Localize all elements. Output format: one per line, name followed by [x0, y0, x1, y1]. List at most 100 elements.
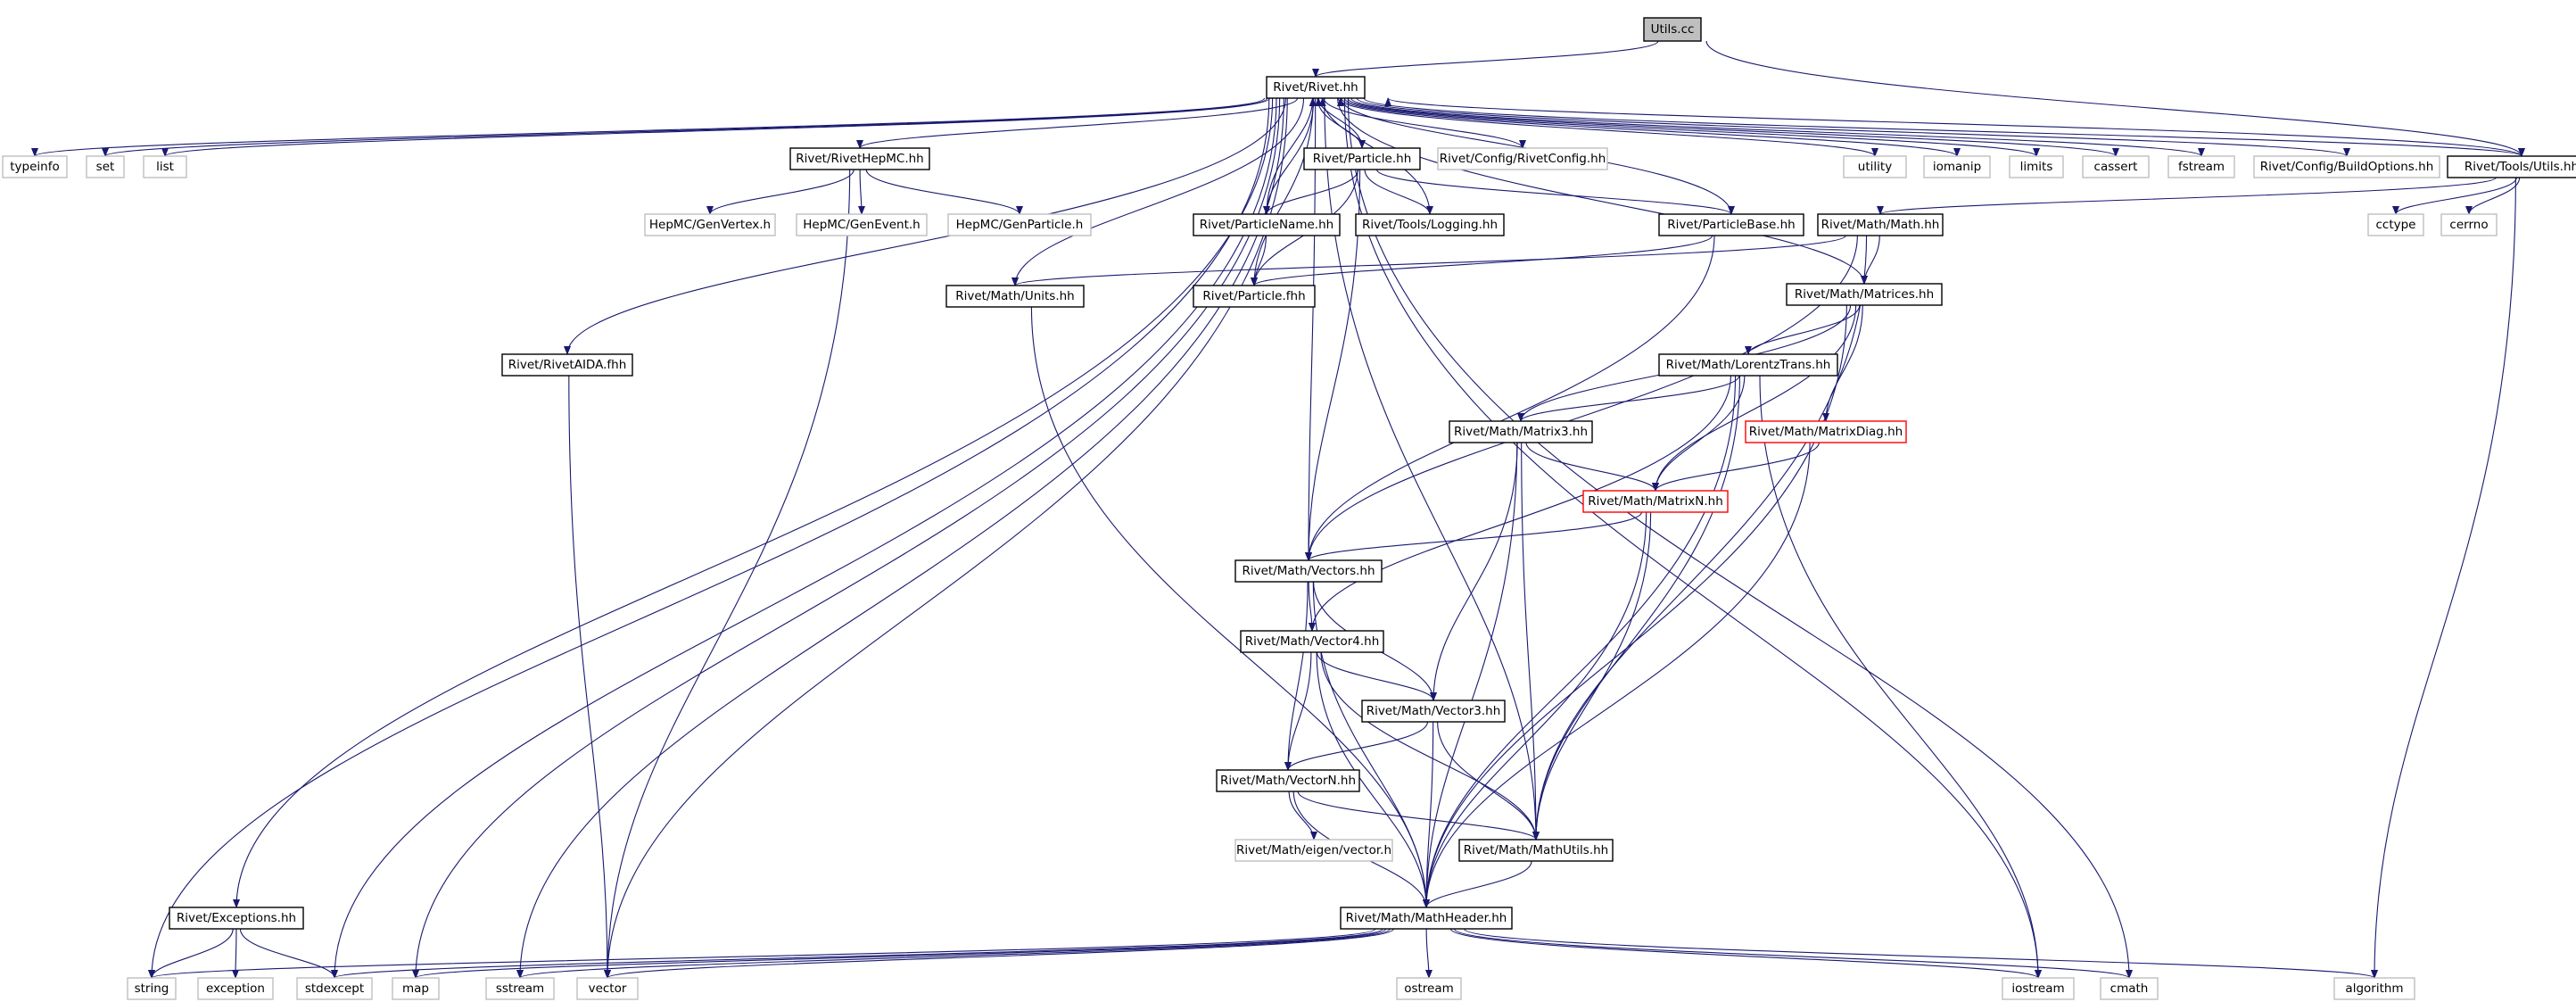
node-toolsutils[interactable]: Rivet/Tools/Utils.hh: [2447, 155, 2576, 178]
node-particlebase[interactable]: Rivet/ParticleBase.hh: [1658, 213, 1804, 236]
node-rivetconfig[interactable]: Rivet/Config/RivetConfig.hh: [1437, 147, 1608, 170]
node-lorentz[interactable]: Rivet/Math/LorentzTrans.hh: [1658, 353, 1838, 377]
edge-vectorn-to-eigenvector: [1288, 791, 1317, 841]
node-rivetaida[interactable]: Rivet/RivetAIDA.fhh: [501, 353, 633, 377]
node-matrices[interactable]: Rivet/Math/Matrices.hh: [1786, 283, 1943, 306]
node-label-rivethepmc: Rivet/RivetHepMC.hh: [796, 152, 924, 166]
node-box-exceptions: [169, 907, 304, 930]
node-box-eigenvector: [1234, 839, 1393, 862]
node-list[interactable]: list: [143, 155, 187, 178]
edge-toolsutils-to-cctype: [2392, 177, 2517, 215]
node-mathheader[interactable]: Rivet/Math/MathHeader.hh: [1340, 907, 1513, 930]
edge-vectorn-to-mathutils: [1297, 791, 1540, 841]
node-particlename[interactable]: Rivet/ParticleName.hh: [1193, 213, 1341, 236]
node-ostream[interactable]: ostream: [1396, 977, 1462, 1000]
node-box-particlebase: [1658, 213, 1804, 236]
node-label-vector3: Rivet/Math/Vector3.hh: [1366, 704, 1501, 718]
node-cmath[interactable]: cmath: [2100, 977, 2159, 1000]
edge-particle_hh-to-particlebase: [1376, 169, 1735, 215]
node-rivethepmc[interactable]: Rivet/RivetHepMC.hh: [789, 147, 930, 170]
edge-matrices-to-lorentz: [1745, 304, 1861, 355]
edge-vectors-to-vector4: [1308, 581, 1316, 632]
node-particle_hh[interactable]: Rivet/Particle.hh: [1303, 147, 1421, 170]
edge-rivethepmc-to-genparticle: [865, 169, 1023, 215]
node-label-set: set: [96, 160, 115, 174]
edge-lorentz-to-vector4: [1309, 375, 1731, 632]
node-vector4[interactable]: Rivet/Math/Vector4.hh: [1240, 630, 1384, 653]
node-matrix3[interactable]: Rivet/Math/Matrix3.hh: [1449, 420, 1593, 443]
node-box-rivetconfig: [1437, 147, 1608, 170]
node-label-cerrno: cerrno: [2449, 218, 2488, 232]
node-sstream[interactable]: sstream: [485, 977, 555, 1000]
node-typeinfo[interactable]: typeinfo: [2, 155, 68, 178]
node-iostream[interactable]: iostream: [2002, 977, 2075, 1000]
node-box-limits: [2009, 155, 2064, 178]
node-utility[interactable]: utility: [1843, 155, 1907, 178]
edge-vector4-to-mathutils: [1320, 651, 1540, 841]
node-box-stdexcept: [296, 977, 373, 1000]
node-iomanip[interactable]: iomanip: [1923, 155, 1991, 178]
node-label-vectorn: Rivet/Math/VectorN.hh: [1220, 774, 1356, 788]
node-matrixn[interactable]: Rivet/Math/MatrixN.hh: [1582, 490, 1729, 513]
edge-toolsutils-to-algorithm: [2371, 177, 2516, 979]
node-eigenvector[interactable]: Rivet/Math/eigen/vector.h: [1234, 839, 1393, 862]
node-matrixdiag[interactable]: Rivet/Math/MatrixDiag.hh: [1745, 420, 1907, 443]
node-genevent[interactable]: HepMC/GenEvent.h: [796, 213, 928, 236]
node-label-vector: vector: [589, 981, 627, 996]
node-box-rivetaida: [501, 353, 633, 377]
edge-rivet_hh-to-fstream: [1350, 97, 2205, 157]
node-logging[interactable]: Rivet/Tools/Logging.hh: [1355, 213, 1505, 236]
node-box-string: [127, 977, 177, 1000]
node-cerrno[interactable]: cerrno: [2440, 213, 2498, 236]
edge-math_hh-to-units: [1011, 235, 1846, 286]
node-vector3[interactable]: Rivet/Math/Vector3.hh: [1361, 700, 1506, 723]
node-genvertex[interactable]: HepMC/GenVertex.h: [644, 213, 776, 236]
node-set[interactable]: set: [86, 155, 125, 178]
node-box-genvertex: [644, 213, 776, 236]
node-limits[interactable]: limits: [2009, 155, 2064, 178]
node-buildoptions[interactable]: Rivet/Config/BuildOptions.hh: [2253, 155, 2440, 178]
node-particle_fhh[interactable]: Rivet/Particle.fhh: [1193, 285, 1316, 308]
node-box-genparticle: [947, 213, 1092, 236]
edge-rivet_hh-to-exceptions: [233, 97, 1274, 908]
node-rivet_hh[interactable]: Rivet/Rivet.hh: [1266, 76, 1366, 99]
edge-rivet_hh-to-particle_fhh: [1251, 97, 1314, 286]
node-stdexcept[interactable]: stdexcept: [296, 977, 373, 1000]
node-vectors[interactable]: Rivet/Math/Vectors.hh: [1234, 559, 1383, 583]
node-utils_cc[interactable]: Utils.cc: [1643, 17, 1702, 42]
node-box-cctype: [2367, 213, 2424, 236]
node-box-matrices: [1786, 283, 1943, 306]
edge-matrixdiag-to-mathheader: [1423, 442, 1811, 908]
edge-mathheader-to-map: [412, 928, 1387, 979]
node-units[interactable]: Rivet/Math/Units.hh: [945, 285, 1085, 308]
node-box-exception: [197, 977, 274, 1000]
node-box-iostream: [2002, 977, 2075, 1000]
node-vector[interactable]: vector: [576, 977, 639, 1000]
node-genparticle[interactable]: HepMC/GenParticle.h: [947, 213, 1092, 236]
node-mathutils[interactable]: Rivet/Math/MathUtils.hh: [1458, 839, 1614, 862]
node-cctype[interactable]: cctype: [2367, 213, 2424, 236]
node-algorithm[interactable]: algorithm: [2333, 977, 2415, 1000]
node-label-list: list: [156, 160, 174, 174]
edge-mathutils-to-mathheader: [1423, 860, 1532, 908]
node-box-vectorn: [1216, 769, 1360, 792]
node-exceptions[interactable]: Rivet/Exceptions.hh: [169, 907, 304, 930]
edge-vectors-to-vectorn: [1284, 581, 1309, 771]
node-vectorn[interactable]: Rivet/Math/VectorN.hh: [1216, 769, 1360, 792]
node-box-logging: [1355, 213, 1505, 236]
edge-utils_cc-to-toolsutils: [1705, 40, 2525, 157]
node-string[interactable]: string: [127, 977, 177, 1000]
node-exception[interactable]: exception: [197, 977, 274, 1000]
edge-particle_hh-to-particlename: [1263, 169, 1359, 215]
node-label-genvertex: HepMC/GenVertex.h: [649, 218, 771, 232]
node-fstream[interactable]: fstream: [2167, 155, 2235, 178]
node-math_hh[interactable]: Rivet/Math/Math.hh: [1817, 213, 1944, 236]
edge-matrixn-to-mathutils: [1532, 511, 1652, 841]
edge-rivet_hh-to-rivetaida: [564, 97, 1286, 355]
node-cassert[interactable]: cassert: [2082, 155, 2150, 178]
node-map[interactable]: map: [392, 977, 440, 1000]
node-label-string: string: [135, 981, 169, 996]
edge-vector3-to-mathheader: [1423, 721, 1434, 908]
edge-rivet_hh-to-utility: [1337, 97, 1878, 157]
edge-particle_hh-to-logging: [1364, 169, 1433, 215]
